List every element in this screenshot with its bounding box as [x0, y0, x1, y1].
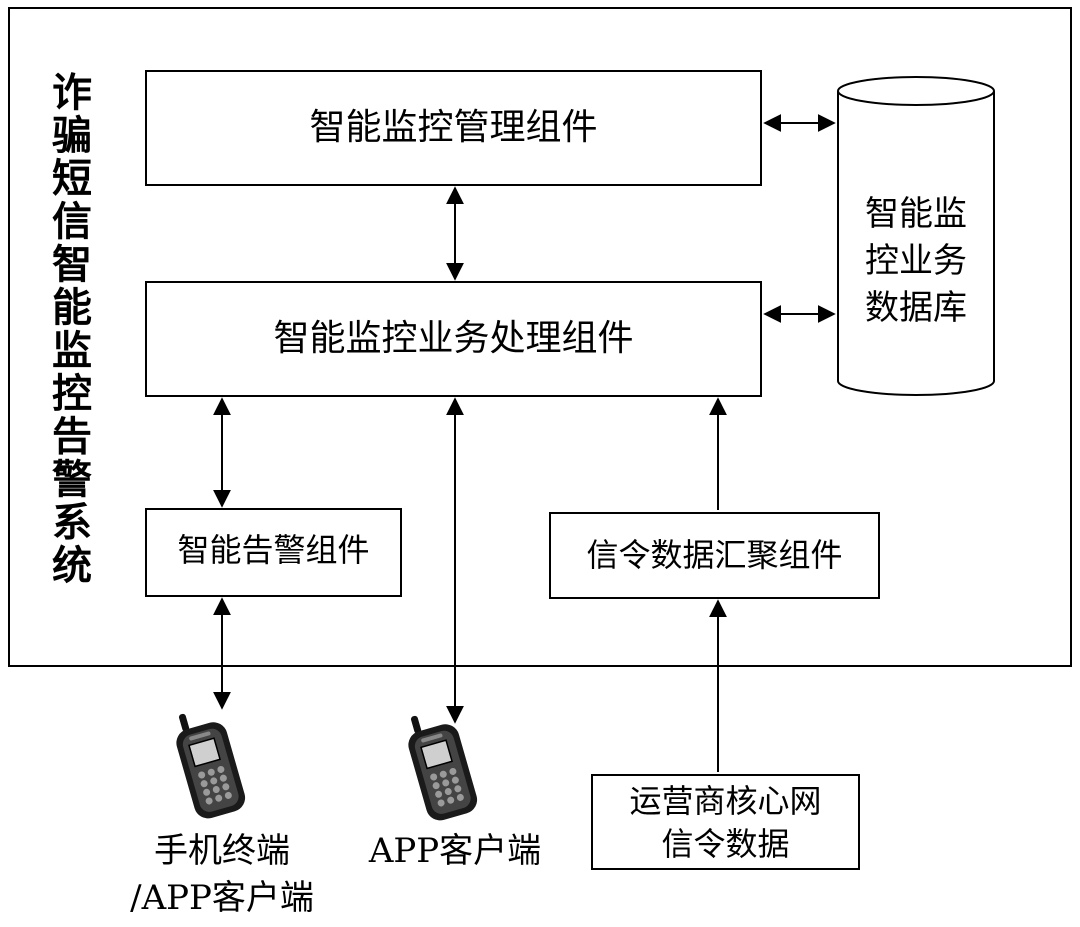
- app-endpoint-label: APP客户端: [368, 831, 542, 871]
- system-title: 诈骗短信智能监控告警系统: [52, 70, 92, 589]
- processing-component-label: 智能监控业务处理组件: [273, 318, 634, 359]
- app-phone-icon: [408, 715, 478, 821]
- processing-component-box: [145, 281, 762, 397]
- mobile-phone-icon: [176, 713, 246, 819]
- mobile-endpoint-label-line2: /APP客户端: [130, 878, 314, 918]
- database-label-line1: 智能监: [865, 194, 967, 234]
- database-label-line2: 控业务: [865, 241, 967, 281]
- operator-label-line2: 信令数据: [661, 825, 790, 863]
- operator-signaling-box: [591, 774, 860, 870]
- system-boundary: [8, 7, 1072, 667]
- mobile-endpoint-label-line1: 手机终端: [154, 831, 290, 871]
- management-component-label: 智能监控管理组件: [309, 107, 598, 148]
- signaling-aggregation-label: 信令数据汇聚组件: [586, 536, 843, 574]
- alert-component-label: 智能告警组件: [177, 531, 370, 569]
- alert-component-box: [145, 508, 402, 597]
- database-label-line3: 数据库: [865, 288, 967, 328]
- operator-label-line1: 运营商核心网: [629, 782, 822, 820]
- database-cylinder: [837, 76, 995, 396]
- signaling-aggregation-box: [549, 512, 880, 599]
- management-component-box: [145, 70, 762, 186]
